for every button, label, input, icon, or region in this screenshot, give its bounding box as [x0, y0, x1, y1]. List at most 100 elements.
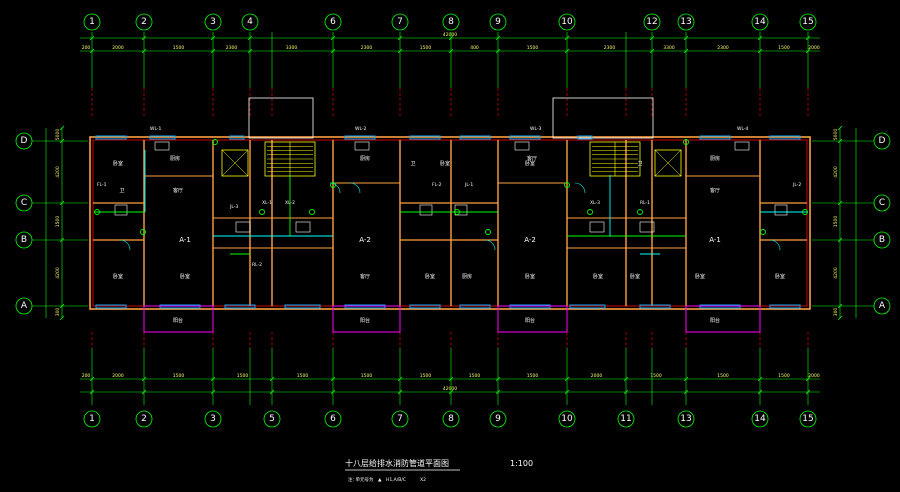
window: [509, 135, 541, 140]
fixture: [589, 221, 605, 233]
drawing-note-symbol: ▲: [378, 478, 382, 483]
axis-label-bottom: 1: [89, 414, 95, 424]
fixture: [114, 204, 128, 216]
axis-label-top: 3: [210, 17, 216, 27]
pipe-tag: WL-3: [530, 126, 542, 132]
room-label: 卧室: [593, 273, 603, 280]
elevator: [654, 149, 682, 177]
dim-value: 2300: [717, 45, 729, 51]
axis-bubble-bottom: [391, 410, 409, 428]
dim-value: 3300: [663, 45, 675, 51]
axis-bubble-top: [83, 13, 101, 31]
axis-bubble-top: [135, 13, 153, 31]
axis-label-top: 9: [495, 17, 501, 27]
axis-bubble-top: [677, 13, 695, 31]
axis-label-left: A: [21, 301, 28, 311]
balcony: [332, 305, 401, 333]
door-swing: [329, 182, 341, 194]
pipe-tag: XL-2: [285, 200, 295, 206]
pipe-tag: RL-1: [640, 200, 650, 206]
dim-value: 1500: [717, 373, 729, 379]
axis-label-bottom: 6: [330, 414, 336, 424]
axis-label-top: 6: [330, 17, 336, 27]
building-plan: [89, 97, 811, 333]
dim-value: 1500: [237, 373, 249, 379]
axis-bubble-top: [391, 13, 409, 31]
window: [769, 304, 801, 309]
pipe-tag: JL-1: [464, 182, 473, 188]
axis-label-bottom: 15: [802, 414, 813, 424]
unit-label: A-1: [709, 236, 721, 244]
dim-tick: [837, 315, 843, 321]
axis-bubble-bottom: [617, 410, 635, 428]
room-label: 卧室: [180, 273, 190, 280]
dim-value: 1500: [173, 45, 185, 51]
axis-bubble-bottom: [677, 410, 695, 428]
fixture: [774, 204, 788, 216]
axis-bubble-bottom: [135, 410, 153, 428]
axis-bubble-top: [489, 13, 507, 31]
pipe-riser: [94, 209, 100, 215]
pipe-tag: FL-2: [432, 182, 442, 188]
fixture: [514, 141, 530, 151]
axis-label-bottom: 5: [269, 414, 275, 424]
dim-value-vertical: 1500: [833, 216, 839, 228]
window: [95, 304, 127, 309]
room-label: 阳台: [710, 317, 720, 324]
window: [409, 304, 441, 309]
axis-bubble-bottom: [442, 410, 460, 428]
fixture: [154, 141, 170, 151]
pipe-riser: [212, 139, 218, 145]
window: [699, 135, 731, 140]
dim-value: 1500: [527, 373, 539, 379]
pipe-tag: WL-1: [150, 126, 162, 132]
dim-value-vertical: 1500: [55, 216, 61, 228]
room-label: 卫: [119, 188, 124, 194]
dim-value-vertical: 4200: [833, 267, 839, 279]
dim-value: 1500: [527, 45, 539, 51]
drawing-title: 十八层给排水消防管道平面图: [345, 458, 449, 468]
axis-label-right: D: [879, 136, 886, 146]
dim-tick: [59, 125, 65, 131]
window: [569, 304, 606, 309]
room-label: 卧室: [425, 273, 435, 280]
window: [639, 304, 671, 309]
axis-bubble-top: [751, 13, 769, 31]
window: [344, 135, 376, 140]
axis-bubble-top: [558, 13, 576, 31]
room-label: 卧室: [113, 160, 123, 167]
dim-value: 3300: [286, 45, 298, 51]
room-label: 客厅: [173, 187, 183, 194]
dim-value: 2000: [808, 45, 820, 51]
axis-bubble-top: [643, 13, 661, 31]
axis-label-top: 8: [448, 17, 454, 27]
dim-value: 2000: [591, 373, 603, 379]
room-label: 卧室: [440, 160, 450, 167]
dim-value: 2000: [112, 45, 124, 51]
stair-tower-left: [248, 97, 314, 139]
pipe-riser: [309, 209, 315, 215]
pipe-riser: [454, 209, 460, 215]
axis-label-bottom: 7: [397, 414, 403, 424]
unit-label: A-2: [359, 236, 371, 244]
dim-value: 1500: [650, 373, 662, 379]
dim-overall: 42000: [443, 386, 457, 392]
axis-label-top: 12: [646, 17, 657, 27]
axis-label-left: B: [21, 235, 27, 245]
axis-label-right: A: [879, 301, 886, 311]
door-swing: [769, 239, 781, 251]
fixture: [235, 221, 251, 233]
pipe-riser: [330, 182, 336, 188]
room-label: 卫: [637, 161, 642, 167]
dim-tick: [59, 315, 65, 321]
stair-tower-right: [552, 97, 654, 139]
room-label: 卧室: [525, 273, 535, 280]
room-label: 厨房: [462, 273, 472, 280]
window: [284, 304, 321, 309]
room-label: 卧室: [113, 273, 123, 280]
dim-value-vertical: 4200: [55, 166, 61, 178]
dim-value: 200: [82, 45, 91, 51]
fixture: [354, 141, 370, 151]
drawing-note-1: 注: 单元号为: [348, 476, 374, 483]
